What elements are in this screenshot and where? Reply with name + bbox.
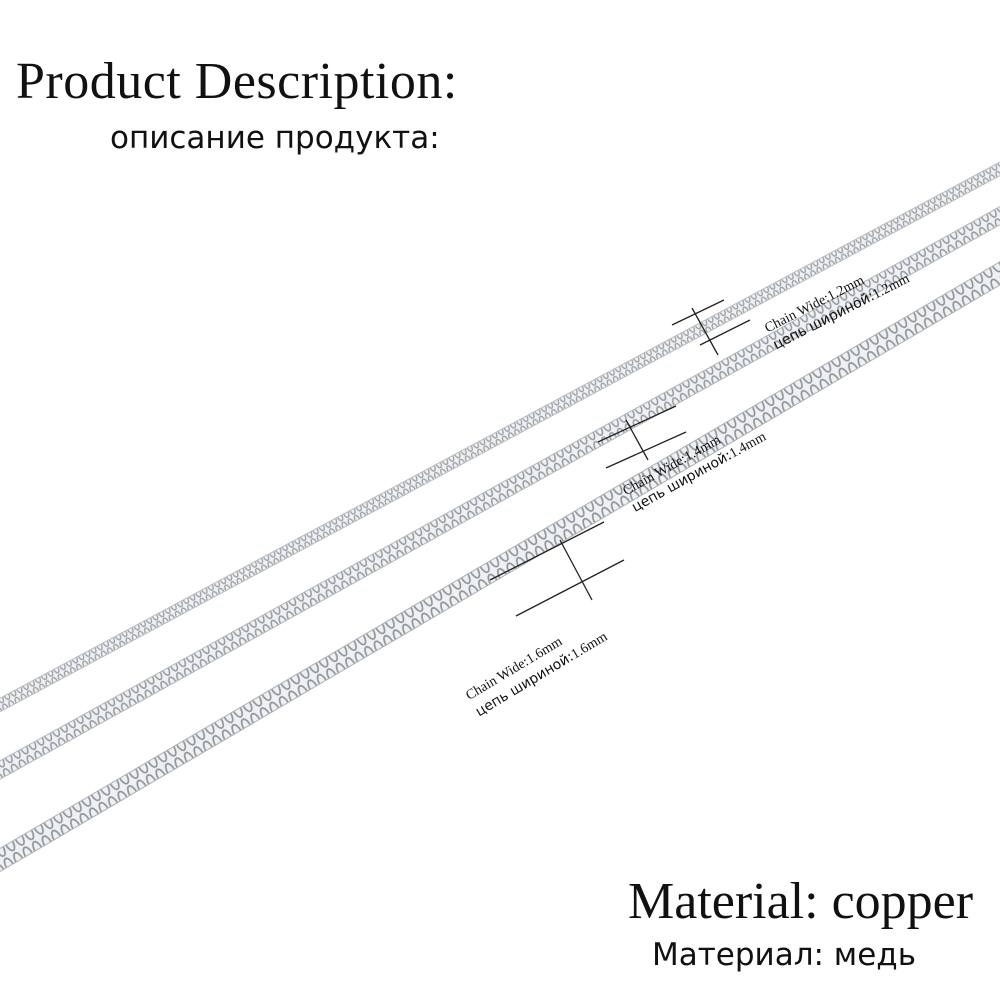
- chain-body: [0, 254, 1000, 879]
- chain-edge: [0, 200, 1000, 774]
- page-subtitle: описание продукта:: [110, 120, 440, 156]
- chain-1-6mm: [0, 253, 1000, 880]
- chain-edge: [0, 253, 1000, 862]
- material-label-ru: Материал: медь: [652, 937, 916, 973]
- chain-edge: [0, 161, 1000, 721]
- chain-edge: [0, 151, 1000, 710]
- chain-edge: [0, 271, 1000, 880]
- chain-1-2mm: [0, 151, 1000, 721]
- page-title: Product Description:: [16, 53, 458, 110]
- chain-body: [0, 151, 1000, 720]
- measure-marker-3: [489, 521, 625, 617]
- chain-1-4mm: [0, 200, 1000, 788]
- chain-body: [0, 200, 1000, 787]
- chain-edge: [0, 214, 1000, 788]
- measure-marker-1: [671, 299, 751, 356]
- measure-marker-2: [597, 405, 687, 469]
- material-label: Material: copper: [628, 873, 974, 930]
